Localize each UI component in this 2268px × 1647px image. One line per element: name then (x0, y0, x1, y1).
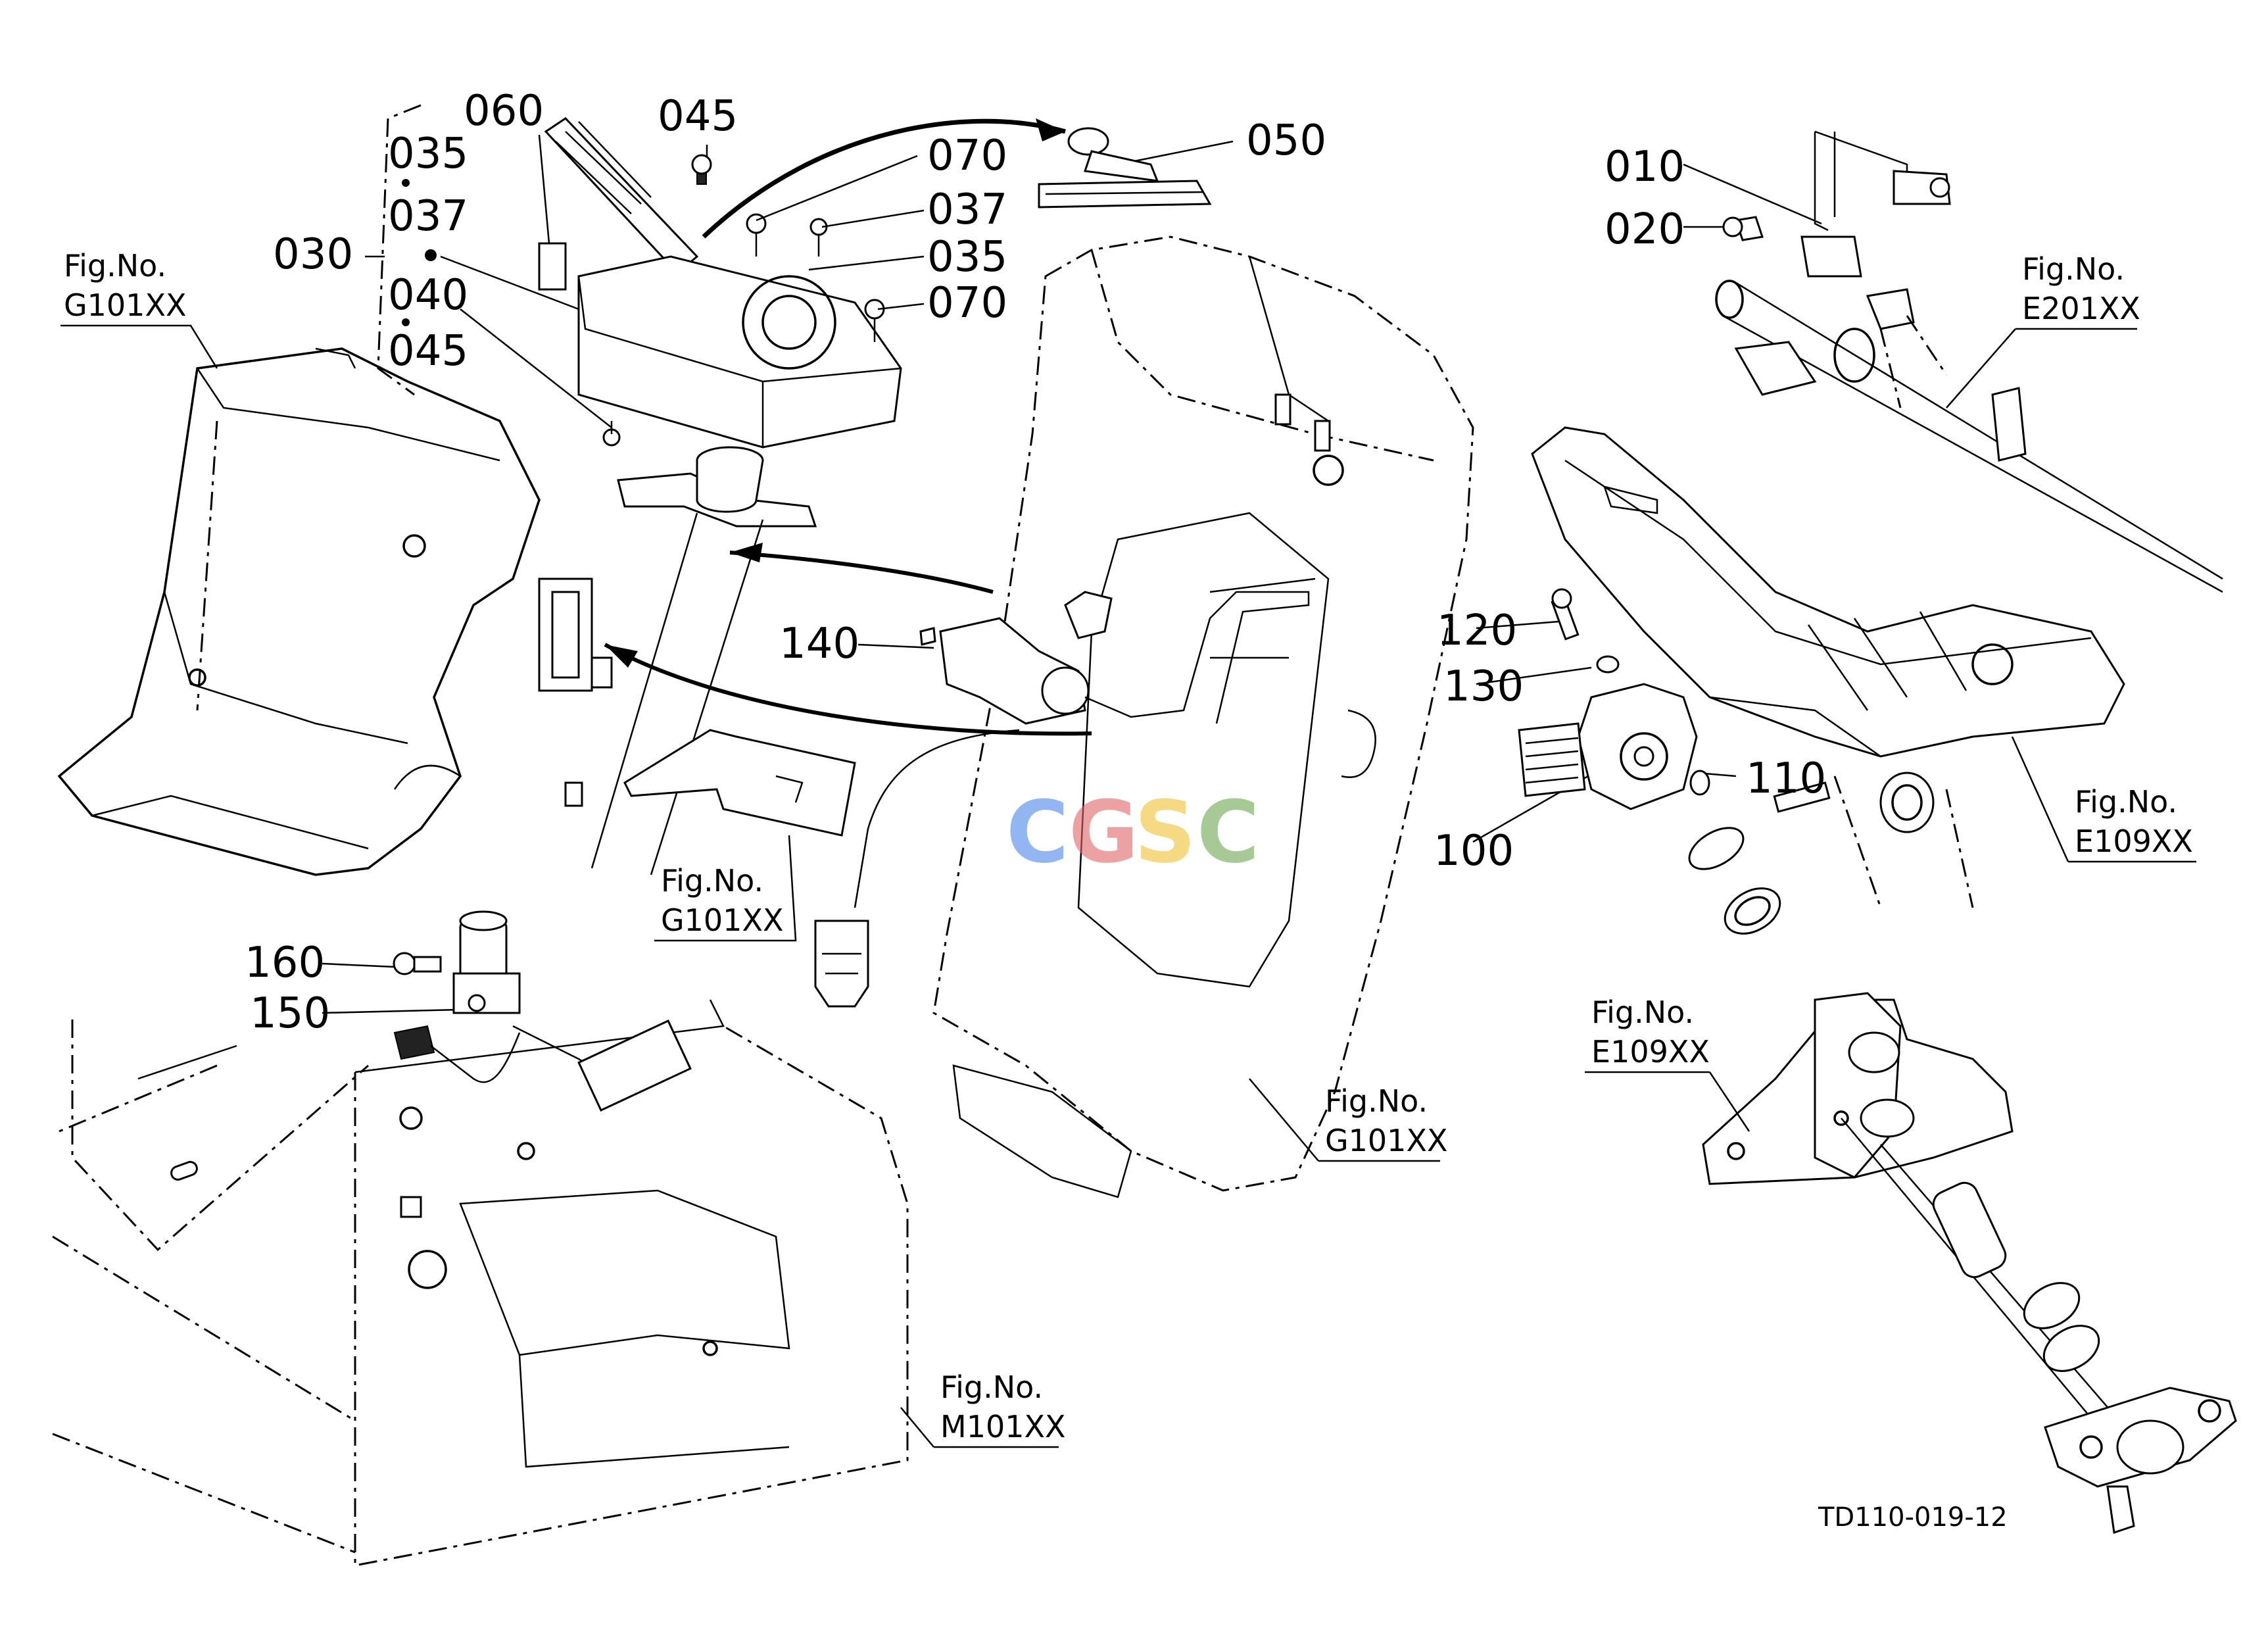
part-number-labels: 010 020 030 035 037 040 045 060 045 070 … (245, 87, 1826, 1038)
part-label-150: 150 (250, 989, 330, 1038)
part-label-045: 045 (658, 92, 738, 141)
part-label-060: 060 (464, 87, 544, 135)
pedal-assembly (1531, 426, 2125, 813)
svg-text:G101XX: G101XX (1325, 1123, 1447, 1158)
figref-g101-mid: Fig.No. G101XX (654, 835, 797, 942)
svg-text:Fig.No.: Fig.No. (1325, 1083, 1428, 1119)
center-cowl-panel (932, 235, 1474, 1198)
lever-switch-assembly (538, 117, 902, 528)
pedal-sensor-140 (814, 591, 1310, 1008)
part-label-045-kit: 045 (388, 327, 468, 376)
svg-text:E201XX: E201XX (2022, 291, 2140, 326)
floor-frame (52, 999, 909, 1567)
svg-text:Fig.No.: Fig.No. (2022, 251, 2125, 287)
svg-text:S: S (1134, 782, 1196, 882)
svg-text:G: G (1069, 782, 1139, 882)
part-label-070-top: 070 (927, 132, 1007, 180)
part-label-110: 110 (1746, 754, 1826, 803)
svg-text:E109XX: E109XX (1591, 1034, 1710, 1069)
part-label-035: 035 (927, 233, 1007, 282)
figref-g101-right: Fig.No. G101XX (1249, 1078, 1447, 1162)
svg-text:C: C (1006, 782, 1069, 882)
assembly-arrow-050 (702, 118, 1066, 239)
part-label-070-bottom: 070 (927, 279, 1007, 328)
figure-references: Fig.No. G101XX Fig.No. G101XX Fig.No. G1… (60, 248, 2196, 1448)
drawing-code: TD110-019-12 (1818, 1502, 2008, 1533)
svg-text:G101XX: G101XX (661, 902, 783, 938)
svg-text:Fig.No.: Fig.No. (1591, 995, 1694, 1030)
svg-text:G101XX: G101XX (64, 287, 186, 323)
figref-e201: Fig.No. E201XX (1946, 251, 2140, 408)
figref-m101: Fig.No. M101XX (900, 1369, 1066, 1448)
part-label-120: 120 (1437, 606, 1517, 655)
left-cowl-panel (57, 347, 541, 876)
sensor-010-assembly (1722, 130, 1951, 278)
svg-text:Fig.No.: Fig.No. (661, 863, 763, 898)
part-label-100: 100 (1434, 827, 1514, 875)
center-column (538, 512, 856, 875)
part-label-037: 037 (927, 185, 1007, 234)
position-sensor-100 (1518, 588, 1710, 810)
dust-boot-050 (1038, 127, 1212, 209)
pivot-column (1688, 772, 2237, 1534)
part-label-037-kit: 037 (388, 192, 468, 241)
leader-lines (322, 134, 1822, 1014)
svg-text:C: C (1197, 782, 1259, 882)
figref-e109-upper: Fig.No. E109XX (2011, 736, 2196, 863)
part-label-030: 030 (273, 230, 353, 279)
part-label-035-kit: 035 (388, 130, 468, 178)
svg-text:E109XX: E109XX (2075, 823, 2193, 859)
kit-bracket-030 (377, 104, 422, 396)
part-label-010: 010 (1604, 143, 1685, 191)
part-label-140: 140 (779, 620, 859, 668)
switch-150 (393, 910, 692, 1112)
part-label-130: 130 (1443, 662, 1524, 711)
svg-text:Fig.No.: Fig.No. (940, 1369, 1043, 1405)
part-label-040: 040 (388, 271, 468, 320)
part-label-050: 050 (1246, 116, 1326, 165)
watermark-logo: C G S C (1006, 782, 1259, 882)
figref-g101-left: Fig.No. G101XX (60, 248, 218, 369)
figref-e109-lower: Fig.No. E109XX (1585, 995, 1750, 1132)
shaft-e201 (1715, 280, 2223, 593)
svg-text:Fig.No.: Fig.No. (64, 248, 166, 283)
part-label-160: 160 (245, 939, 325, 987)
svg-text:M101XX: M101XX (940, 1409, 1066, 1444)
svg-text:Fig.No.: Fig.No. (2075, 784, 2177, 820)
part-label-020: 020 (1604, 205, 1685, 254)
